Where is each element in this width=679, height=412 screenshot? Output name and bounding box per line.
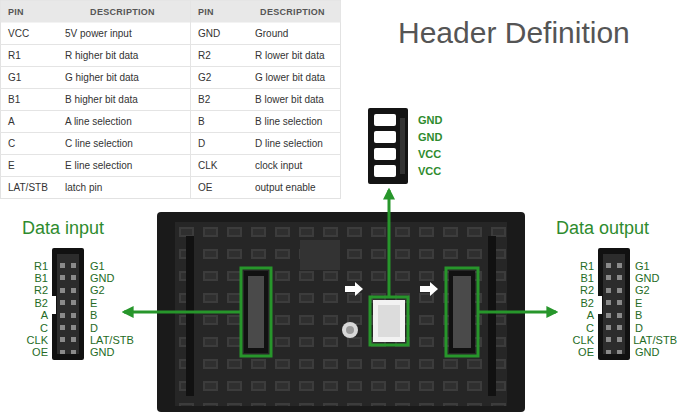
power-pin-label: VCC (418, 148, 441, 160)
signal-name: GND (635, 272, 659, 284)
pin-description: A line selection (65, 116, 132, 128)
pin-name: R1 (8, 50, 21, 62)
signal-name: B (635, 309, 642, 321)
pin-description: 5V power input (65, 28, 132, 40)
signal-name: C (586, 322, 594, 334)
idc-connector (598, 248, 630, 360)
pin-description: G lower bit data (255, 72, 325, 84)
signal-name: B1 (35, 272, 48, 284)
pin-description: D line selection (255, 138, 323, 150)
pin-name: OE (198, 182, 212, 194)
pin-name: B2 (198, 94, 210, 106)
pin-description: output enable (255, 182, 316, 194)
signal-name: B (90, 309, 97, 321)
signal-name: E (635, 297, 642, 309)
power-pin-label: VCC (418, 165, 441, 177)
signal-name: CLK (27, 334, 48, 346)
signal-name: C (40, 322, 48, 334)
signal-name: R2 (34, 284, 48, 296)
pin-description: E line selection (65, 160, 132, 172)
signal-name: GND (90, 272, 114, 284)
pin-description: Ground (255, 28, 288, 40)
signal-name: D (635, 322, 643, 334)
pin-description: R higher bit data (65, 50, 138, 62)
idc-connector (52, 248, 84, 360)
pin-name: B1 (8, 94, 20, 106)
signal-name: A (587, 309, 594, 321)
pin-description: latch pin (65, 182, 102, 194)
header-block: Data input (22, 218, 112, 362)
pin-name: G2 (198, 72, 211, 84)
signal-name: G2 (90, 284, 105, 296)
signal-name: CLK (573, 334, 594, 346)
signal-name: R1 (580, 260, 594, 272)
signal-name: LAT/STB (633, 334, 677, 346)
header-label: Data input (22, 218, 104, 238)
signal-name: R1 (34, 260, 48, 272)
arrows (124, 190, 556, 312)
pin-name: A (8, 116, 15, 128)
power-connector (368, 108, 408, 184)
table-header: PIN (8, 6, 24, 18)
pin-table (0, 0, 341, 199)
pin-name: B (198, 116, 205, 128)
signal-name: GND (90, 346, 114, 358)
signal-name: G2 (635, 284, 650, 296)
pin-name: GND (198, 28, 220, 40)
signal-name: GND (635, 346, 659, 358)
signal-name: R2 (580, 284, 594, 296)
table-header: DESCRIPTION (90, 6, 155, 18)
pin-name: E (8, 160, 15, 172)
pin-description: clock input (255, 160, 302, 172)
pin-name: LAT/STB (8, 182, 48, 194)
pin-name: D (198, 138, 205, 150)
table-header: DESCRIPTION (260, 6, 325, 18)
pin-description: B line selection (255, 116, 322, 128)
signal-name: G1 (90, 260, 105, 272)
header-block: Data output (556, 218, 653, 362)
signal-name: OE (578, 346, 594, 358)
signal-name: B2 (35, 297, 48, 309)
pin-description: G higher bit data (65, 72, 139, 84)
power-pin-label: GND (418, 131, 442, 143)
pin-name: G1 (8, 72, 21, 84)
diagram-title: Header Definition (398, 16, 630, 50)
signal-name: B2 (581, 297, 594, 309)
signal-name: D (90, 322, 98, 334)
signal-name: G1 (635, 260, 650, 272)
signal-name: LAT/STB (90, 334, 134, 346)
power-pin-label: GND (418, 114, 442, 126)
pin-description: B higher bit data (65, 94, 138, 106)
pin-description: B lower bit data (255, 94, 324, 106)
signal-name: A (41, 309, 48, 321)
pin-name: R2 (198, 50, 211, 62)
signal-name: B1 (581, 272, 594, 284)
pin-description: R lower bit data (255, 50, 324, 62)
table-header: PIN (198, 6, 214, 18)
header-label: Data output (556, 218, 649, 238)
pin-description: C line selection (65, 138, 133, 150)
pin-name: C (8, 138, 15, 150)
pin-name: VCC (8, 28, 29, 40)
signal-name: E (90, 297, 97, 309)
pin-name: CLK (198, 160, 217, 172)
signal-name: OE (32, 346, 48, 358)
